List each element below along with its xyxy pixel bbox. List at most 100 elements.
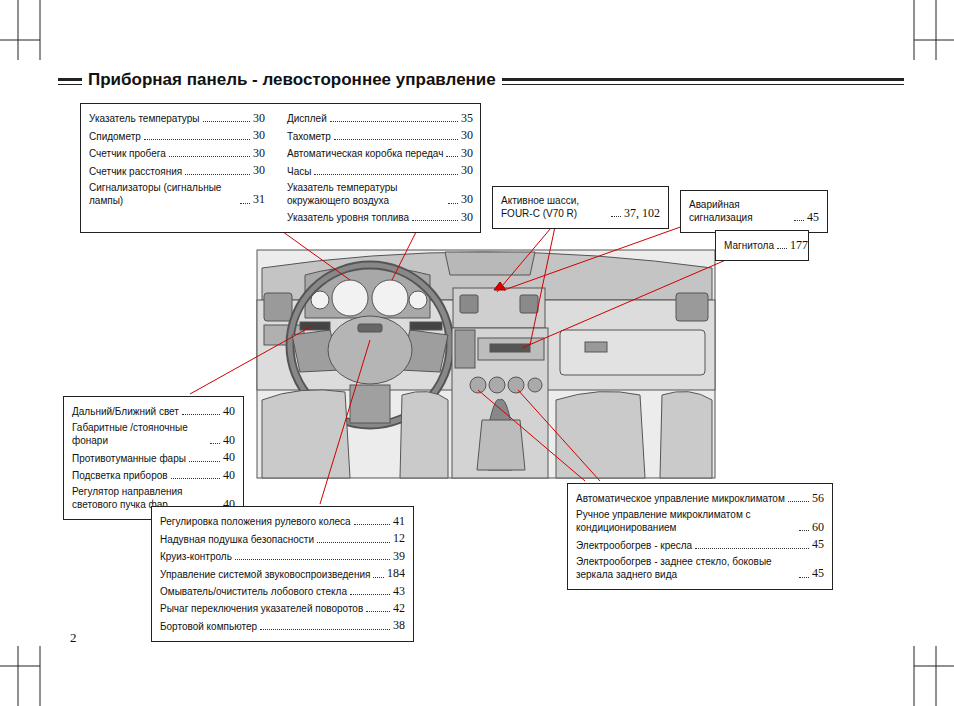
- entry-row: Противотуманные фары 40: [72, 450, 235, 464]
- entry-row: Бортовой компьютер38: [160, 618, 405, 632]
- page-title: Приборная панель - левостороннее управле…: [82, 70, 502, 90]
- page-number: 30: [461, 210, 473, 224]
- item-name: Автоматическое управление микроклиматом: [576, 492, 785, 505]
- page-number: 40: [223, 433, 235, 447]
- page-number: 35: [461, 111, 473, 125]
- column: Указатель температуры30Спидометр30Счетчи…: [89, 109, 265, 227]
- entry-row: Надувная подушка безопасности 12: [160, 531, 405, 545]
- page-number: 30: [253, 111, 265, 125]
- callout-box: Автоматическое управление микроклиматом 5…: [567, 483, 833, 590]
- page-number: 45: [812, 566, 824, 580]
- dot-leader: [788, 501, 809, 502]
- dot-leader: [182, 414, 220, 415]
- callout-box: Активное шасси, FOUR-C (V70 R) 37, 102: [492, 186, 669, 229]
- callout-box: Дальний/Ближний свет40Габаритные /стояно…: [63, 396, 244, 520]
- item-name: Ручное управление микроклиматом с кондиц…: [576, 508, 796, 534]
- item-name: Сигнализаторы (сигнальные лампы): [89, 181, 237, 207]
- page-number: 40: [223, 450, 235, 464]
- page-number: 30: [253, 163, 265, 177]
- page-number: 30: [461, 192, 473, 206]
- callout-box: Магнитола 177: [715, 230, 809, 261]
- callout-box: Аварийная сигнализация 45: [680, 190, 828, 233]
- dot-leader: [203, 121, 250, 122]
- item-name: Указатель уровня топлива: [287, 211, 409, 224]
- page-number: 37, 102: [624, 206, 660, 220]
- page-number: 184: [387, 566, 405, 580]
- dot-leader: [611, 216, 621, 217]
- entry-row: Спидометр30: [89, 128, 265, 142]
- page-number: 45: [812, 537, 824, 551]
- dot-leader: [210, 443, 220, 444]
- entry-row: Дальний/Ближний свет 40: [72, 404, 235, 418]
- entry-row: Дисплей35: [287, 111, 473, 125]
- dot-leader: [354, 524, 390, 525]
- item-name: Аварийная сигнализация: [689, 198, 791, 224]
- dot-leader: [189, 461, 220, 462]
- leader-lines: [190, 220, 735, 504]
- item-name: Счетчик расстояния: [89, 165, 182, 178]
- page-number: 39: [393, 549, 405, 563]
- item-name: Активное шасси, FOUR-C (V70 R): [501, 194, 608, 220]
- dot-leader: [777, 248, 787, 249]
- dot-leader: [317, 542, 390, 543]
- page-number: 30: [461, 128, 473, 142]
- item-name: Противотуманные фары: [72, 452, 186, 465]
- page-number: 30: [253, 146, 265, 160]
- entry-row: Рычаг переключения указателей поворотов 4…: [160, 601, 405, 615]
- item-name: Дальний/Ближний свет: [72, 405, 179, 418]
- dot-leader: [260, 629, 390, 630]
- entry-row: Омыватель/очиститель лобового стекла43: [160, 584, 405, 598]
- item-name: Регулировка положения рулевого колеса: [160, 515, 351, 528]
- entry-row: Габаритные /стояночные фонари40: [72, 421, 235, 447]
- page-number: 40: [223, 468, 235, 482]
- page-number: 56: [812, 491, 824, 505]
- dot-leader: [350, 594, 390, 595]
- entry-row: Указатель температуры окружающего воздух…: [287, 181, 473, 207]
- entry-row: Магнитола177: [724, 238, 800, 252]
- page-number: 40: [223, 404, 235, 418]
- entry-row: Электрообогрев - кресла 45: [576, 537, 824, 551]
- entry-row: Круиз-контроль 39: [160, 549, 405, 563]
- item-name: Управление системой звуковоспроизведения: [160, 568, 370, 581]
- entry-row: Автоматическое управление микроклиматом 5…: [576, 491, 824, 505]
- dot-leader: [794, 220, 804, 221]
- item-name: Круиз-контроль: [160, 550, 232, 563]
- entry-row: Регулировка положения рулевого колеса 41: [160, 514, 405, 528]
- page-number: 41: [393, 514, 405, 528]
- dot-leader: [366, 611, 390, 612]
- entry-row: Ручное управление микроклиматом с кондиц…: [576, 508, 824, 534]
- entry-row: Активное шасси, FOUR-C (V70 R) 37, 102: [501, 194, 660, 220]
- dot-leader: [144, 139, 250, 140]
- dot-leader: [334, 139, 458, 140]
- item-name: Тахометр: [287, 130, 331, 143]
- column-group: Указатель температуры30Спидометр30Счетчи…: [89, 109, 472, 227]
- dashboard-drawing: [257, 250, 715, 478]
- item-name: Магнитола: [724, 239, 774, 252]
- page-number: 38: [393, 618, 405, 632]
- page-number: 31: [253, 192, 265, 206]
- dot-leader: [446, 156, 458, 157]
- dot-leader: [185, 174, 250, 175]
- page-number: 30: [461, 163, 473, 177]
- item-name: Автоматическая коробка передач: [287, 147, 443, 160]
- page-number: 42: [393, 601, 405, 615]
- dot-leader: [373, 577, 384, 578]
- item-name: Рычаг переключения указателей поворотов: [160, 602, 363, 615]
- page-number: 12: [393, 531, 405, 545]
- entry-row: Тахометр 30: [287, 128, 473, 142]
- page-number: 30: [253, 128, 265, 142]
- dot-leader: [171, 478, 220, 479]
- item-name: Электрообогрев - кресла: [576, 539, 692, 552]
- entry-row: Управление системой звуковоспроизведения…: [160, 566, 405, 580]
- dot-leader: [799, 577, 809, 578]
- item-name: Счетчик пробега: [89, 147, 166, 160]
- item-name: Надувная подушка безопасности: [160, 533, 314, 546]
- dot-leader: [314, 174, 458, 175]
- page-number: 45: [807, 210, 819, 224]
- entry-row: Подсветка приборов 40: [72, 468, 235, 482]
- item-name: Электрообогрев - заднее стекло, боковые …: [576, 555, 796, 581]
- page-number-label: 2: [70, 630, 77, 646]
- page-number: 177: [790, 238, 808, 252]
- entry-row: Часы30: [287, 163, 473, 177]
- item-name: Подсветка приборов: [72, 469, 168, 482]
